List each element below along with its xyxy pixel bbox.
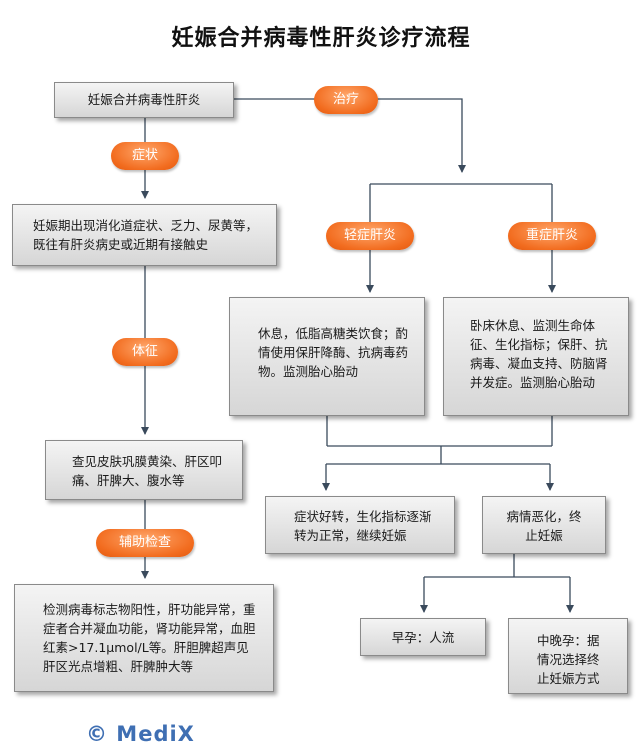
worsen-outcome-box: 病情恶化，终止妊娠 [482,496,606,554]
worsen-outcome-text: 病情恶化，终止妊娠 [506,509,582,543]
early-pregnancy-box: 早孕：人流 [360,618,486,656]
mild-treatment-box: 休息，低脂高糖类饮食；酌情使用保肝降酶、抗病毒药物。监测胎心胎动 [229,297,425,416]
mild-treatment-text: 休息，低脂高糖类饮食；酌情使用保肝降酶、抗病毒药物。监测胎心胎动 [258,326,409,379]
medix-watermark: © MediX [86,722,195,746]
severe-treatment-text: 卧床休息、监测生命体征、生化指标；保肝、抗病毒、凝血支持、防脑肾并发症。监测胎心… [470,318,608,390]
diagram-title: 妊娠合并病毒性肝炎诊疗流程 [171,25,471,51]
disease-text: 妊娠合并病毒性肝炎 [87,92,201,107]
symptom-description-box: 妊娠期出现消化道症状、乏力、尿黄等，既往有肝炎病史或近期有接触史 [12,204,277,266]
exam-description-text: 检测病毒标志物阳性，肝功能异常，重症者合并凝血功能，肾功能异常，血胆红素>17.… [43,602,256,674]
treatment-label: 治疗 [314,86,378,114]
mid-late-pregnancy-text: 中晚孕：据情况选择终止妊娠方式 [537,633,600,686]
line-disease-to-treatment [233,98,466,173]
improve-outcome-box: 症状好转，生化指标逐渐转为正常，继续妊娠 [265,496,455,554]
mild-hepatitis-label: 轻症肝炎 [326,222,414,250]
symptom-label: 症状 [111,142,179,170]
severe-treatment-box: 卧床休息、监测生命体征、生化指标；保肝、抗病毒、凝血支持、防脑肾并发症。监测胎心… [443,297,629,416]
early-pregnancy-text: 早孕：人流 [391,630,455,645]
sign-description-box: 查见皮肤巩膜黄染、肝区叩痛、肝脾大、腹水等 [45,440,243,500]
symptom-description-text: 妊娠期出现消化道症状、乏力、尿黄等，既往有肝炎病史或近期有接触史 [33,218,259,252]
severe-hepatitis-label: 重症肝炎 [508,222,596,250]
aux-exam-label: 辅助检查 [96,529,194,557]
sign-label: 体征 [112,338,178,366]
exam-description-box: 检测病毒标志物阳性，肝功能异常，重症者合并凝血功能，肾功能异常，血胆红素>17.… [14,584,274,692]
mid-late-pregnancy-box: 中晚孕：据情况选择终止妊娠方式 [508,618,628,694]
disease-box: 妊娠合并病毒性肝炎 [54,82,234,118]
sign-description-text: 查见皮肤巩膜黄染、肝区叩痛、肝脾大、腹水等 [72,454,223,488]
improve-outcome-text: 症状好转，生化指标逐渐转为正常，继续妊娠 [294,509,432,543]
